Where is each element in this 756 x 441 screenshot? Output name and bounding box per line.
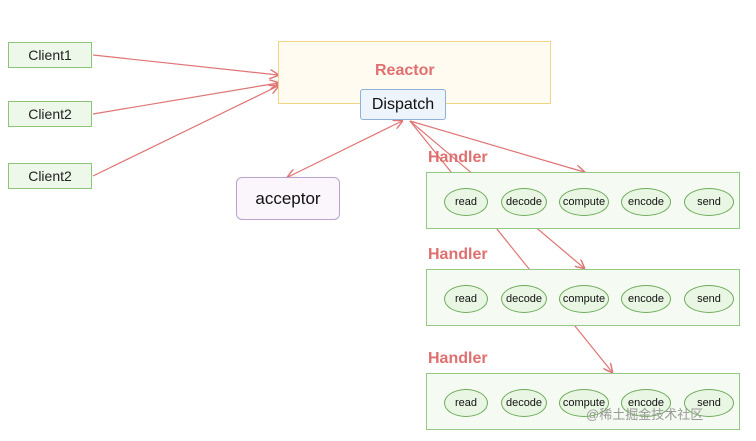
op-encode: encode — [621, 188, 671, 216]
client-3: Client2 — [8, 163, 92, 189]
watermark: @稀土掘金技术社区 — [586, 407, 704, 422]
arrow-dispatch-handler1 — [409, 120, 584, 172]
arrow-dispatch-handler3 — [409, 120, 612, 372]
handler-title-3: Handler — [428, 350, 488, 367]
handler-title-2: Handler — [428, 246, 488, 263]
handler-box-2: read decode compute encode send — [426, 269, 740, 326]
handler-title-1: Handler — [428, 149, 488, 166]
op-read: read — [444, 285, 488, 313]
op-decode: decode — [501, 285, 547, 313]
handler-box-1: read decode compute encode send — [426, 172, 740, 229]
op-read: read — [444, 188, 488, 216]
arrow-client3-reactor — [92, 86, 278, 177]
op-send: send — [684, 285, 734, 313]
op-decode: decode — [501, 389, 547, 417]
op-send: send — [684, 389, 734, 417]
op-encode: encode — [621, 389, 671, 417]
op-compute: compute — [559, 389, 609, 417]
op-compute: compute — [559, 285, 609, 313]
dispatch-box: Dispatch — [360, 89, 446, 120]
arrow-client1-reactor — [92, 54, 278, 75]
arrow-client2-reactor — [92, 83, 278, 115]
client-2: Client2 — [8, 101, 92, 127]
client-1: Client1 — [8, 42, 92, 68]
reactor-label: Reactor — [375, 62, 435, 79]
op-decode: decode — [501, 188, 547, 216]
op-send: send — [684, 188, 734, 216]
op-encode: encode — [621, 285, 671, 313]
arrow-dispatch-acceptor — [288, 121, 402, 177]
op-compute: compute — [559, 188, 609, 216]
acceptor-box: acceptor — [236, 177, 340, 220]
handler-box-3: read decode compute encode send — [426, 373, 740, 430]
op-read: read — [444, 389, 488, 417]
